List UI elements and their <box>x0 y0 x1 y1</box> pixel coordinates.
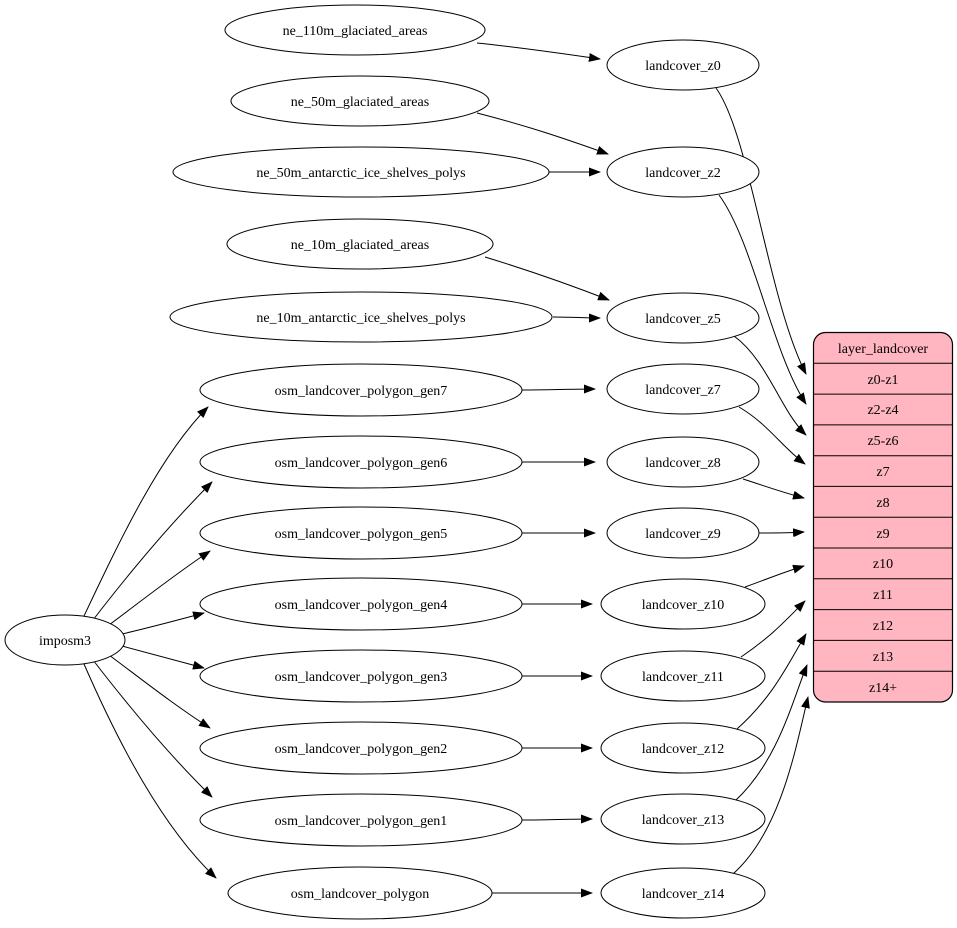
node-label: landcover_z12 <box>642 742 724 757</box>
node-landcover_z11: landcover_z11 <box>600 650 766 702</box>
node-osm_landcover_polygon_gen6: osm_landcover_polygon_gen6 <box>199 435 523 489</box>
node-label: landcover_z0 <box>645 59 720 74</box>
node-label: landcover_z5 <box>645 312 720 327</box>
edge-imposm3-to-osm_landcover_polygon_gen7 <box>83 406 209 617</box>
record-row-z7: z7 <box>876 465 889 480</box>
node-ne_50m_glaciated_areas: ne_50m_glaciated_areas <box>230 75 490 127</box>
node-label: osm_landcover_polygon_gen3 <box>275 670 448 685</box>
node-label: osm_landcover_polygon_gen6 <box>275 456 448 471</box>
edge-landcover_z0-to-row-z0-z1 <box>715 87 807 375</box>
node-label: osm_landcover_polygon_gen2 <box>275 742 448 757</box>
node-landcover_z14: landcover_z14 <box>600 867 766 919</box>
edge-landcover_z8-to-row-z8 <box>742 478 805 500</box>
node-landcover_z2: landcover_z2 <box>606 146 760 198</box>
node-label: ne_10m_glaciated_areas <box>291 238 429 253</box>
edge-imposm3-to-osm_landcover_polygon_gen1 <box>92 659 213 798</box>
node-label: osm_landcover_polygon_gen7 <box>275 384 448 399</box>
node-ne_10m_glaciated_areas: ne_10m_glaciated_areas <box>226 218 494 270</box>
record-row-z9: z9 <box>876 527 889 542</box>
edge-imposm3-to-osm_landcover_polygon_gen4 <box>121 611 205 635</box>
edge-ne_110m_glaciated_areas-to-landcover_z0 <box>476 42 601 62</box>
node-landcover_z5: landcover_z5 <box>606 292 760 344</box>
node-osm_landcover_polygon_gen3: osm_landcover_polygon_gen3 <box>199 649 523 703</box>
edge-landcover_z10-to-row-z10 <box>744 564 805 588</box>
node-imposm3: imposm3 <box>4 614 126 666</box>
edge-ne_10m_glaciated_areas-to-landcover_z5 <box>484 256 610 301</box>
node-label: imposm3 <box>39 634 91 649</box>
edge-imposm3-to-osm_landcover_polygon_gen3 <box>121 645 205 670</box>
record-row-z13: z13 <box>873 650 893 665</box>
edge-imposm3-to-osm_landcover_polygon_gen2 <box>104 651 211 729</box>
node-label: landcover_z13 <box>642 813 724 828</box>
node-landcover_z13: landcover_z13 <box>600 793 766 845</box>
node-layer_landcover: layer_landcover z0-z1 z2-z4 z5-z6 z7 z8 … <box>812 331 954 703</box>
node-label: ne_10m_antarctic_ice_shelves_polys <box>256 311 465 326</box>
node-label: landcover_z11 <box>642 670 724 685</box>
record-row-z14plus: z14+ <box>869 681 897 696</box>
node-landcover_z10: landcover_z10 <box>600 578 766 630</box>
record-row-z8: z8 <box>876 496 889 511</box>
node-label: landcover_z10 <box>642 598 724 613</box>
record-row-z0-z1: z0-z1 <box>867 373 898 388</box>
node-landcover_z8: landcover_z8 <box>606 436 760 488</box>
node-landcover_z9: landcover_z9 <box>606 507 760 559</box>
node-osm_landcover_polygon_gen7: osm_landcover_polygon_gen7 <box>199 363 523 417</box>
record-row-z5-z6: z5-z6 <box>867 434 898 449</box>
node-landcover_z7: landcover_z7 <box>606 363 760 415</box>
node-osm_landcover_polygon_gen4: osm_landcover_polygon_gen4 <box>199 577 523 631</box>
edge-osm_landcover_polygon_gen7-to-landcover_z7 <box>521 384 596 394</box>
node-label: ne_110m_glaciated_areas <box>283 24 428 39</box>
record-row-z12: z12 <box>873 619 893 634</box>
record-row-z10: z10 <box>873 557 893 572</box>
edge-landcover_z13-to-row-z13 <box>734 664 808 802</box>
record-row-z2-z4: z2-z4 <box>867 403 898 418</box>
node-label: osm_landcover_polygon_gen1 <box>275 814 448 829</box>
edge-imposm3-to-osm_landcover_polygon_gen6 <box>92 481 213 621</box>
edge-landcover_z11-to-row-z11 <box>740 600 806 658</box>
edge-ne_10m_antarctic_ice_shelves_polys-to-landcover_z5 <box>552 313 601 323</box>
node-landcover_z0: landcover_z0 <box>606 39 760 91</box>
record-title: layer_landcover <box>838 342 929 357</box>
edge-landcover_z9-to-row-z9 <box>758 528 805 538</box>
node-label: landcover_z8 <box>645 456 720 471</box>
node-label: osm_landcover_polygon <box>291 887 429 902</box>
node-osm_landcover_polygon_gen1: osm_landcover_polygon_gen1 <box>199 793 523 847</box>
node-label: ne_50m_antarctic_ice_shelves_polys <box>256 166 465 181</box>
node-osm_landcover_polygon: osm_landcover_polygon <box>227 866 493 920</box>
edge-layer <box>83 42 810 898</box>
edge-landcover_z5-to-row-z5-z6 <box>733 335 807 436</box>
node-label: osm_landcover_polygon_gen5 <box>275 527 448 542</box>
edge-landcover_z12-to-row-z12 <box>736 633 807 730</box>
edge-imposm3-to-osm_landcover_polygon_gen5 <box>104 550 211 629</box>
node-landcover_z12: landcover_z12 <box>600 722 766 774</box>
node-label: landcover_z7 <box>645 383 720 398</box>
node-ne_50m_antarctic_ice_shelves_polys: ne_50m_antarctic_ice_shelves_polys <box>172 146 550 198</box>
record-row-z11: z11 <box>873 588 893 603</box>
node-ne_10m_antarctic_ice_shelves_polys: ne_10m_antarctic_ice_shelves_polys <box>169 291 553 343</box>
node-ne_110m_glaciated_areas: ne_110m_glaciated_areas <box>224 4 486 56</box>
node-label: osm_landcover_polygon_gen4 <box>275 598 448 613</box>
node-label: landcover_z2 <box>645 166 720 181</box>
edge-landcover_z7-to-row-z7 <box>738 406 806 465</box>
edge-ne_50m_glaciated_areas-to-landcover_z2 <box>476 112 609 155</box>
node-label: ne_50m_glaciated_areas <box>291 95 429 110</box>
edge-imposm3-to-osm_landcover_polygon <box>83 663 217 879</box>
edge-landcover_z14-to-row-z14plus <box>732 696 810 875</box>
edge-landcover_z2-to-row-z2-z4 <box>718 194 807 405</box>
node-label: landcover_z14 <box>642 887 724 902</box>
node-osm_landcover_polygon_gen2: osm_landcover_polygon_gen2 <box>199 721 523 775</box>
node-label: landcover_z9 <box>645 527 720 542</box>
node-osm_landcover_polygon_gen5: osm_landcover_polygon_gen5 <box>199 506 523 560</box>
edge-osm_landcover_polygon_gen1-to-landcover_z13 <box>521 814 593 824</box>
